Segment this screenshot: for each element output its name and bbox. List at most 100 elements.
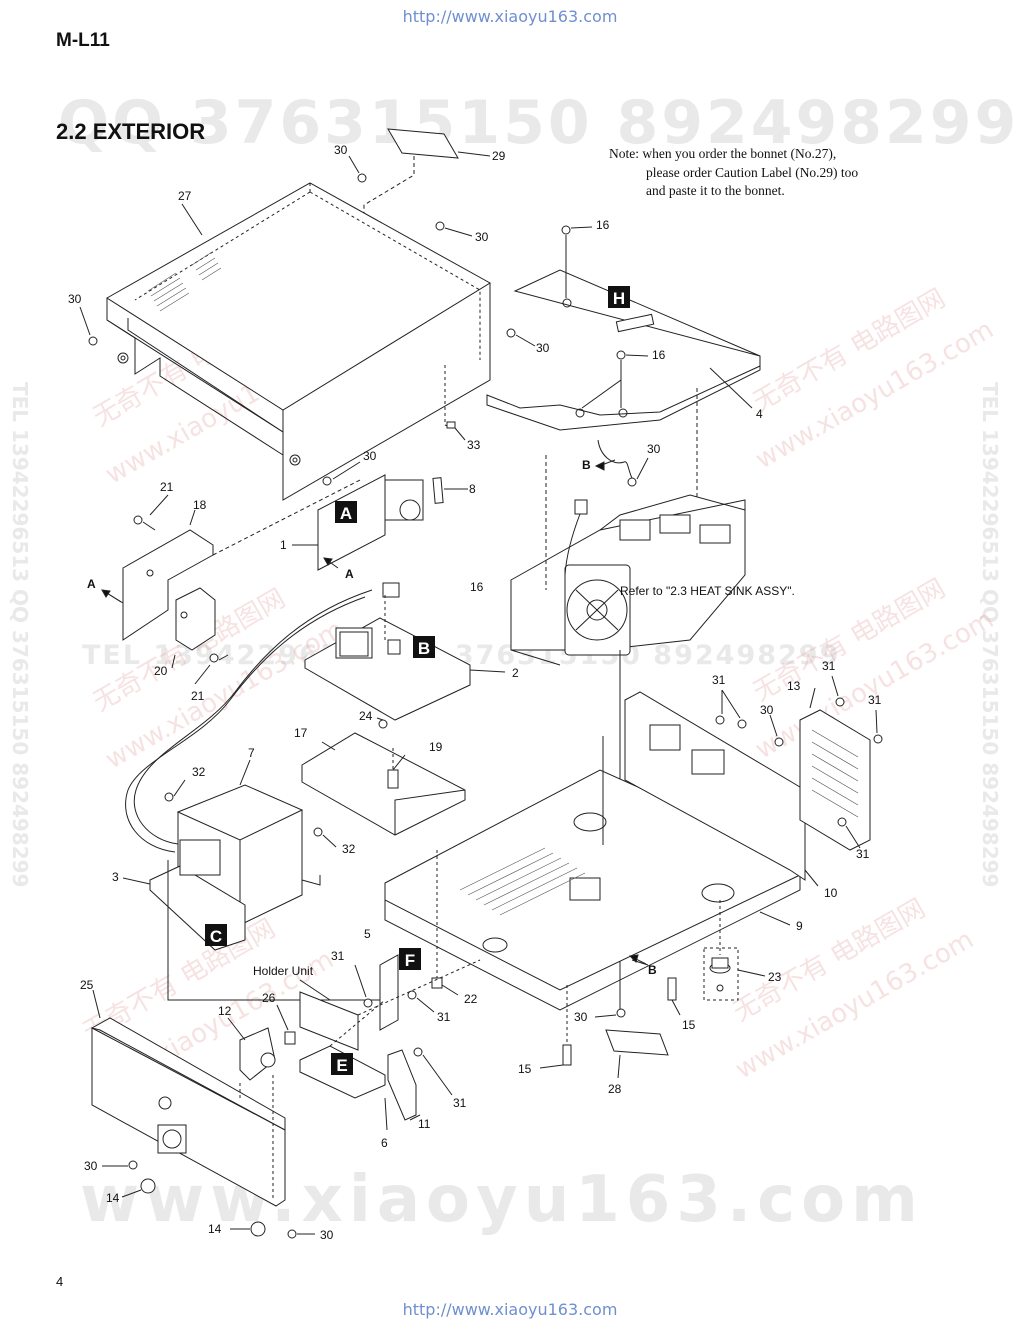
callout: 4 [756, 407, 763, 421]
callout: 30 [574, 1010, 588, 1024]
callout: 30 [320, 1228, 334, 1242]
badge-c-label: C [210, 927, 222, 946]
callout: 24 [359, 709, 373, 723]
callout: 3 [112, 870, 119, 884]
callout: 31 [822, 659, 836, 673]
callout: 2 [512, 666, 519, 680]
part-feet-pins [539, 959, 681, 1079]
badge-a-label: A [340, 504, 352, 523]
note-line-2: please order Caution Label (No.29) too [646, 164, 859, 180]
part-holder-unit [227, 954, 481, 1131]
callout: 18 [193, 498, 207, 512]
callout: 30 [647, 442, 661, 456]
callout: 30 [68, 292, 82, 306]
part-rear-cover [715, 675, 883, 851]
part-pcb-plate-h [486, 225, 761, 487]
badge-a [335, 501, 357, 523]
badge-b [413, 636, 435, 658]
callout: 23 [768, 970, 782, 984]
callout: 8 [469, 482, 476, 496]
callout: 21 [191, 689, 205, 703]
callout: 30 [334, 143, 348, 157]
note-line-3: and paste it to the bonnet. [646, 183, 785, 198]
callout: 15 [518, 1062, 532, 1076]
part-heat-sink-assy [510, 388, 746, 1010]
callout: 10 [824, 886, 838, 900]
callout: 29 [492, 149, 506, 163]
callout: 30 [84, 1159, 98, 1173]
badge-b-label: B [418, 639, 430, 658]
callout: 28 [608, 1082, 622, 1096]
callout: 20 [154, 664, 168, 678]
callout: 19 [429, 740, 443, 754]
callout: 14 [106, 1191, 120, 1205]
callout: 5 [364, 927, 371, 941]
callout: 17 [294, 726, 308, 740]
callout: 22 [464, 992, 478, 1006]
callout: 7 [248, 746, 255, 760]
part-pcb-b [304, 595, 506, 721]
part-caution-label [363, 128, 491, 222]
section-title: 2.2 EXTERIOR [56, 119, 206, 144]
arrow-markers [101, 459, 647, 965]
source-url-top[interactable]: http://www.xiaoyu163.com [402, 7, 618, 26]
callout: 31 [856, 847, 870, 861]
part-main-chassis [384, 736, 801, 1011]
callout-labels: 29 30 27 30 30 30 16 16 4 33 30 30 8 21 … [68, 143, 882, 1242]
callout: 14 [208, 1222, 222, 1236]
callout: 16 [470, 580, 484, 594]
badge-group: A B C E F H [205, 286, 630, 1075]
callout: 16 [652, 348, 666, 362]
callout: 21 [160, 480, 174, 494]
part-bracket [101, 479, 361, 685]
arrow-label-a: A [345, 567, 354, 581]
callout: 16 [596, 218, 610, 232]
badge-f [399, 948, 421, 970]
callout: 1 [280, 538, 287, 552]
callout: 31 [437, 1010, 451, 1024]
part-rear-panel [624, 691, 819, 887]
heat-sink-reference: Refer to "2.3 HEAT SINK ASSY". [620, 584, 795, 598]
order-note: Note: when you order the bonnet (No.27),… [609, 145, 899, 201]
source-url-bottom[interactable]: http://www.xiaoyu163.com [402, 1300, 618, 1319]
callout: 30 [363, 449, 377, 463]
callout: 31 [331, 949, 345, 963]
part-sub-chassis-bracket [301, 717, 466, 836]
callout: 11 [418, 1117, 431, 1131]
model-name: M-L11 [56, 30, 110, 51]
badge-f-label: F [405, 951, 415, 970]
callout: 26 [262, 991, 276, 1005]
callout: 31 [453, 1096, 467, 1110]
part-front-panel [90, 989, 315, 1239]
note-line-1: Note: when you order the bonnet (No.27), [609, 146, 837, 161]
callout: 25 [80, 978, 94, 992]
badge-c [205, 924, 227, 946]
callout: 30 [475, 230, 489, 244]
arrow-label-b: B [582, 458, 591, 472]
screw-group-bonnet [79, 155, 536, 486]
badge-h [608, 286, 630, 308]
callout: 30 [760, 703, 774, 717]
callout: 12 [218, 1004, 232, 1018]
badge-e-label: E [336, 1056, 347, 1075]
page-number: 4 [56, 1274, 64, 1289]
badge-e [331, 1053, 353, 1075]
callout: 32 [192, 765, 206, 779]
part-foot [703, 900, 766, 1001]
callout: 32 [342, 842, 356, 856]
callout: 30 [536, 341, 550, 355]
callout: 13 [787, 679, 801, 693]
badge-h-label: H [613, 289, 625, 308]
callout: 9 [796, 919, 803, 933]
callout: 27 [178, 189, 192, 203]
part-bonnet [106, 182, 491, 501]
arrow-label-b: B [648, 963, 657, 977]
callout: 31 [712, 673, 726, 687]
callout: 33 [467, 438, 481, 452]
arrow-label-a: A [87, 577, 96, 591]
callout: 6 [381, 1136, 388, 1150]
callout: 31 [868, 693, 882, 707]
callout: 15 [682, 1018, 696, 1032]
holder-unit-label: Holder Unit [253, 964, 314, 978]
